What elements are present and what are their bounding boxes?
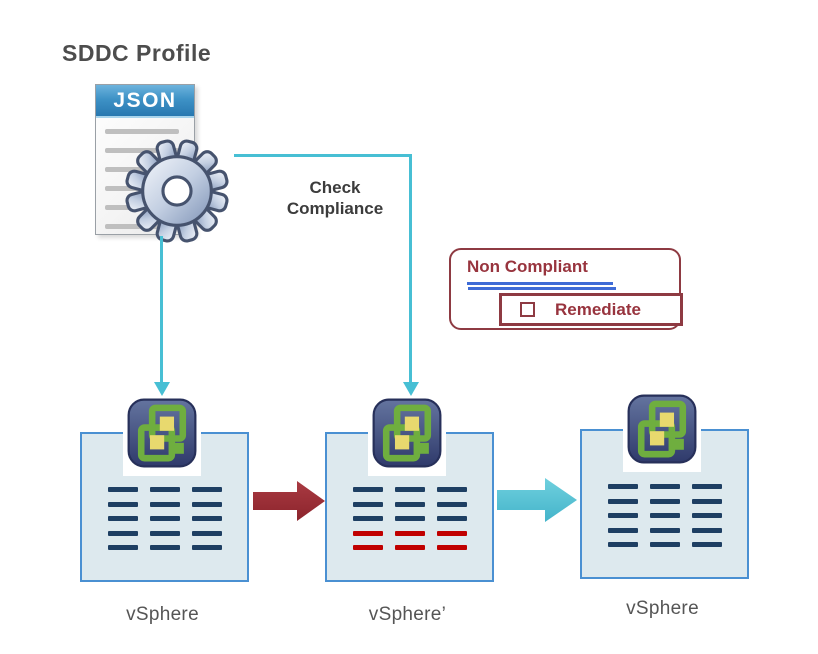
config-line-navy [107,530,138,536]
dash-row [607,542,722,547]
vsphere-label-2: vSphere’ [368,604,447,625]
drift-arrow [253,481,325,521]
config-line-navy [691,484,722,489]
config-line-navy [607,542,638,547]
config-line-navy [149,501,180,507]
config-line-navy [691,542,722,547]
remediate-checkbox[interactable] [520,302,535,317]
config-line-navy [649,498,680,504]
config-dashes-2 [352,487,467,560]
non-compliant-underline [467,282,613,285]
config-line-navy [436,487,467,492]
dash-row [107,545,222,550]
remediate-arrow [497,478,577,522]
config-line-navy [107,487,138,492]
config-line-navy [352,501,383,507]
config-line-navy [149,516,180,521]
remediate-label: Remediate [555,299,641,319]
config-line-navy [649,542,680,547]
vsphere-icon-wrap-3 [623,392,701,472]
dash-row [352,516,467,521]
config-line-navy [649,527,680,533]
config-line-navy [394,487,425,492]
config-line-red [352,530,383,536]
config-line-navy [352,516,383,521]
vsphere-client-icon [372,398,442,468]
vsphere-icon-wrap-2 [368,396,446,476]
config-line-navy [107,516,138,521]
document-text-line [105,148,179,153]
dash-row [352,545,467,550]
vsphere-label-3: vSphere [626,598,699,619]
dash-row [107,501,222,507]
dash-row [107,487,222,492]
dash-row [607,484,722,489]
connector-profile-to-vsphere2-horizontal [234,154,412,157]
config-line-navy [436,501,467,507]
config-line-navy [691,498,722,504]
config-dashes-3 [607,484,722,557]
json-file-type-label: JSON [113,88,177,112]
vsphere-icon-wrap-1 [123,396,201,476]
dash-row [107,530,222,536]
config-line-navy [607,484,638,489]
config-line-navy [394,516,425,521]
config-line-red [436,530,467,536]
config-line-red [352,545,383,550]
vsphere-client-icon [627,394,697,464]
non-compliant-callout: Non Compliant Remediate [449,248,683,330]
arrowhead-into-vsphere1 [153,382,170,396]
config-line-red [394,530,425,536]
config-line-navy [607,527,638,533]
dash-row [352,501,467,507]
config-line-navy [352,487,383,492]
dash-row [107,516,222,521]
config-line-navy [149,487,180,492]
config-line-navy [191,487,222,492]
connector-profile-to-vsphere1-vertical [160,236,163,382]
config-line-navy [107,545,138,550]
config-line-navy [191,501,222,507]
connector-profile-to-vsphere2-vertical [409,154,412,382]
vsphere-client-icon [127,398,197,468]
json-file-type-band: JSON [96,85,194,118]
page-title: SDDC Profile [62,40,212,66]
config-line-navy [649,484,680,489]
config-line-navy [149,530,180,536]
config-line-red [394,545,425,550]
non-compliant-label: Non Compliant [467,257,588,276]
non-compliant-underline-2 [468,287,616,290]
arrowhead-into-vsphere2 [402,382,419,396]
config-dashes-1 [107,487,222,560]
config-line-navy [607,513,638,518]
config-line-navy [691,527,722,533]
config-line-navy [691,513,722,518]
config-line-navy [149,545,180,550]
dash-row [607,527,722,533]
remediate-button[interactable]: Remediate [499,293,683,326]
config-line-navy [107,501,138,507]
document-text-line [105,129,179,134]
dash-row [607,513,722,518]
dash-row [607,498,722,504]
config-line-navy [607,498,638,504]
config-line-navy [191,530,222,536]
config-line-navy [436,516,467,521]
config-line-navy [394,501,425,507]
config-line-navy [191,545,222,550]
vsphere-label-1: vSphere [126,604,199,625]
gear-icon [125,139,229,243]
config-line-navy [649,513,680,518]
dash-row [352,530,467,536]
config-line-navy [191,516,222,521]
check-compliance-label: Check Compliance [286,178,384,218]
config-line-red [436,545,467,550]
dash-row [352,487,467,492]
